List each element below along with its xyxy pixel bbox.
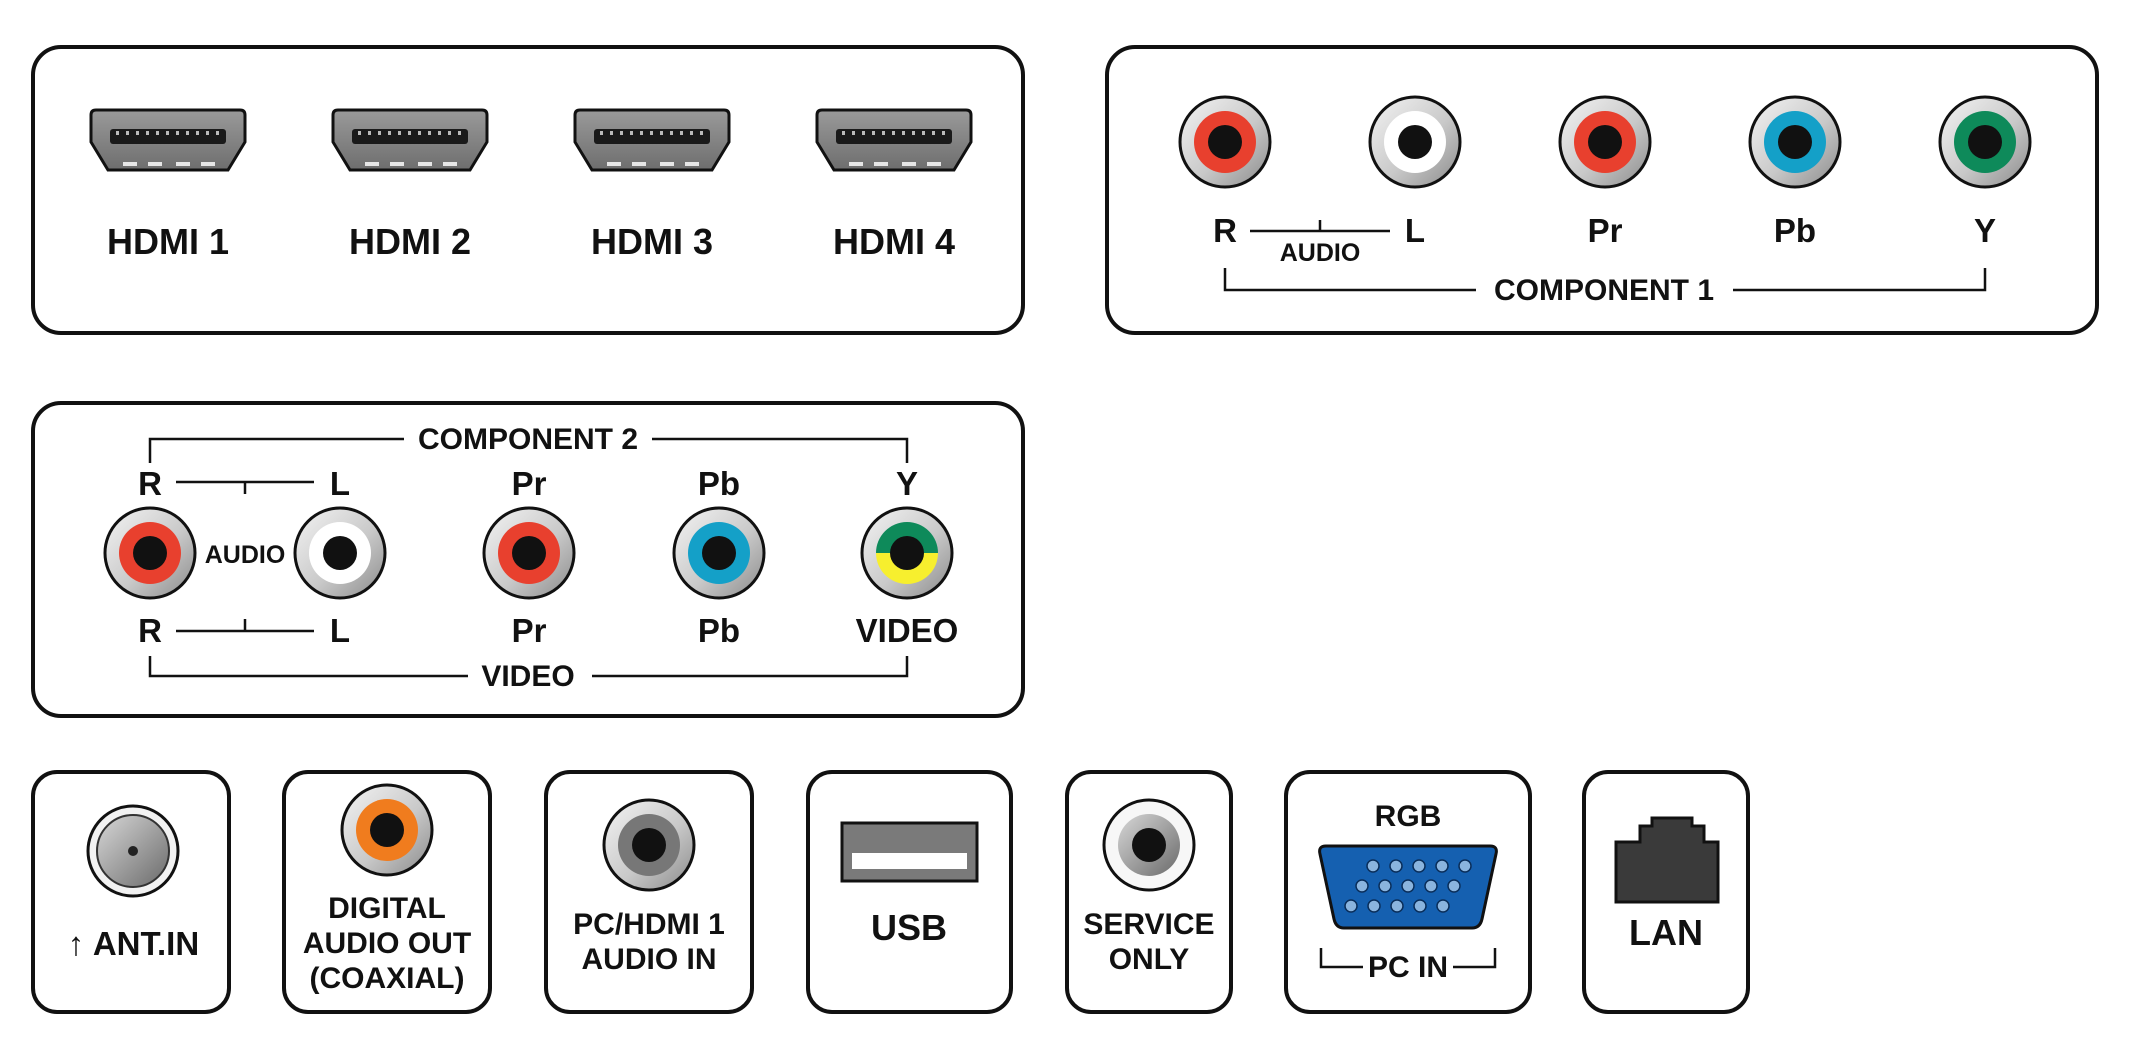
component-2-top-bracket [148, 437, 909, 463]
component-2-l-bottom-label: L [330, 612, 350, 649]
component-2-r-bottom-label: R [138, 612, 162, 649]
component-2-y-top-label: Y [896, 465, 918, 502]
ant-in-panel: ↑ ANT.IN [31, 770, 231, 1014]
component-2-pr-jack[interactable] [482, 506, 576, 600]
component-1-pr-jack[interactable] [1558, 95, 1652, 189]
hdmi-2-label: HDMI 2 [349, 221, 471, 262]
component-2-top-audio-link [176, 480, 314, 494]
component-2-r-top-label: R [138, 465, 162, 502]
component-1-pb-jack[interactable] [1748, 95, 1842, 189]
digital-audio-line-3: (COAXIAL) [310, 962, 465, 995]
component-2-audio-label: AUDIO [205, 541, 286, 569]
antenna-arrow-icon: ↑ [68, 925, 85, 962]
service-line-1: SERVICE [1083, 908, 1214, 941]
component-1-bracket [1223, 268, 1987, 292]
component-1-title: COMPONENT 1 [1494, 274, 1714, 307]
component-1-pr-label: Pr [1588, 212, 1623, 249]
pc-in-bracket [1319, 948, 1497, 969]
ant-in-label: ANT.IN [93, 925, 199, 962]
hdmi-3-label: HDMI 3 [591, 221, 713, 262]
pc-audio-line-1: PC/HDMI 1 [573, 908, 725, 941]
component-1-audio-label: AUDIO [1280, 239, 1361, 267]
component-1-r-label: R [1213, 212, 1237, 249]
usb-port[interactable] [840, 821, 979, 883]
hdmi-panel: HDMI 1 HDMI 2 HDMI 3 HD [31, 45, 1025, 335]
component-2-video-bottom-label: VIDEO [856, 612, 959, 649]
hdmi-3-port[interactable] [573, 108, 731, 172]
lan-label: LAN [1629, 912, 1703, 953]
component-2-pb-top-label: Pb [698, 465, 740, 502]
video-bottom-bracket [148, 656, 909, 678]
component-1-l-label: L [1405, 212, 1425, 249]
lan-panel: LAN [1582, 770, 1750, 1014]
component-1-panel: R L Pr Pb Y AUDIO COMPONENT 1 [1105, 45, 2099, 335]
pc-audio-in-jack[interactable] [602, 798, 696, 892]
coaxial-jack[interactable] [340, 783, 434, 877]
digital-audio-line-2: AUDIO OUT [303, 927, 471, 960]
digital-audio-out-panel: DIGITAL AUDIO OUT (COAXIAL) [282, 770, 492, 1014]
hdmi-1-label: HDMI 1 [107, 221, 229, 262]
service-line-2: ONLY [1109, 943, 1190, 976]
pc-audio-line-2: AUDIO IN [582, 943, 717, 976]
video-title: VIDEO [481, 660, 574, 693]
component-1-audio-l-jack[interactable] [1368, 95, 1462, 189]
component-2-pb-jack[interactable] [672, 506, 766, 600]
antenna-jack[interactable] [86, 804, 180, 898]
pc-in-label: PC IN [1368, 951, 1448, 984]
component-1-y-label: Y [1974, 212, 1996, 249]
rgb-label: RGB [1375, 800, 1442, 833]
hdmi-2-port[interactable] [331, 108, 489, 172]
pc-audio-in-panel: PC/HDMI 1 AUDIO IN [544, 770, 754, 1014]
lan-port[interactable] [1614, 816, 1720, 904]
usb-label: USB [871, 907, 947, 948]
hdmi-4-port[interactable] [815, 108, 973, 172]
component-1-audio-bracket [1250, 220, 1390, 233]
component-2-bottom-audio-link [176, 619, 314, 633]
service-jack[interactable] [1102, 798, 1196, 892]
service-panel: SERVICE ONLY [1065, 770, 1233, 1014]
component-2-pb-bottom-label: Pb [698, 612, 740, 649]
component-2-pr-top-label: Pr [512, 465, 547, 502]
component-2-pr-bottom-label: Pr [512, 612, 547, 649]
component-2-panel: COMPONENT 2 R L Pr Pb Y AUDIO [31, 401, 1025, 718]
component-2-l-top-label: L [330, 465, 350, 502]
component-1-audio-r-jack[interactable] [1178, 95, 1272, 189]
component-2-y-video-jack[interactable] [860, 506, 954, 600]
component-1-pb-label: Pb [1774, 212, 1816, 249]
hdmi-4-label: HDMI 4 [833, 221, 955, 262]
component-2-title: COMPONENT 2 [418, 423, 638, 456]
hdmi-1-port[interactable] [89, 108, 247, 172]
pc-in-panel: RGB PC IN [1284, 770, 1532, 1014]
vga-port[interactable] [1318, 844, 1498, 930]
component-1-y-jack[interactable] [1938, 95, 2032, 189]
digital-audio-line-1: DIGITAL [328, 892, 446, 925]
component-2-audio-r-jack[interactable] [103, 506, 197, 600]
component-2-audio-l-jack[interactable] [293, 506, 387, 600]
usb-panel: USB [806, 770, 1013, 1014]
